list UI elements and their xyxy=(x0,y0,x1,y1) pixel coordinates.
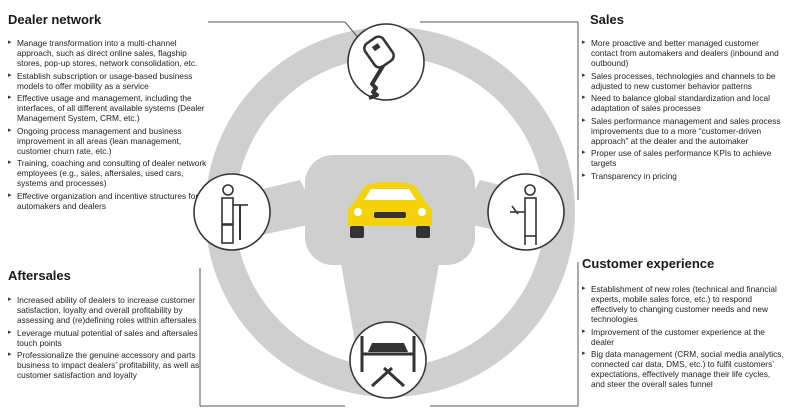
aftersales-panel: Aftersales Increased ability of dealers … xyxy=(8,268,204,383)
list-item: Proper use of sales performance KPIs to … xyxy=(582,148,785,168)
key-icon xyxy=(347,23,425,101)
customer-experience-panel: Customer experience Establishment of new… xyxy=(582,256,785,392)
salesperson-at-counter-icon xyxy=(487,173,565,251)
list-item: Leverage mutual potential of sales and a… xyxy=(8,328,204,348)
list-item: Effective usage and management, includin… xyxy=(8,93,208,123)
sales-panel: Sales More proactive and better managed … xyxy=(582,12,785,183)
list-item: More proactive and better managed custom… xyxy=(582,38,785,68)
list-item: Training, coaching and consulting of dea… xyxy=(8,158,208,188)
list-item: Need to balance global standardization a… xyxy=(582,93,785,113)
list-item: Sales performance management and sales p… xyxy=(582,116,785,146)
list-item: Establishment of new roles (technical an… xyxy=(582,284,785,324)
sales-list: More proactive and better managed custom… xyxy=(582,38,785,181)
dealer-network-title: Dealer network xyxy=(8,12,102,27)
list-item: Manage transformation into a multi-chann… xyxy=(8,38,208,68)
car-lift-tools-icon xyxy=(349,321,427,399)
list-item: Transparency in pricing xyxy=(582,171,785,181)
list-item: Big data management (CRM, social media a… xyxy=(582,349,785,389)
list-item: Effective organization and incentive str… xyxy=(8,191,208,211)
list-item: Increased ability of dealers to increase… xyxy=(8,295,204,325)
customer-experience-list: Establishment of new roles (technical an… xyxy=(582,284,785,390)
sales-title: Sales xyxy=(590,12,624,27)
list-item: Establish subscription or usage-based bu… xyxy=(8,71,208,91)
employee-at-desk-icon xyxy=(193,173,271,251)
list-item: Professionalize the genuine accessory an… xyxy=(8,350,204,380)
aftersales-title: Aftersales xyxy=(8,268,71,283)
list-item: Sales processes, technologies and channe… xyxy=(582,71,785,91)
dealer-network-list: Manage transformation into a multi-chann… xyxy=(8,38,208,211)
aftersales-list: Increased ability of dealers to increase… xyxy=(8,295,204,380)
dealer-network-panel: Dealer network Manage transformation int… xyxy=(8,12,208,213)
car-icon xyxy=(348,182,432,238)
list-item: Improvement of the customer experience a… xyxy=(582,327,785,347)
customer-experience-title: Customer experience xyxy=(582,256,715,271)
list-item: Ongoing process management and business … xyxy=(8,126,208,156)
